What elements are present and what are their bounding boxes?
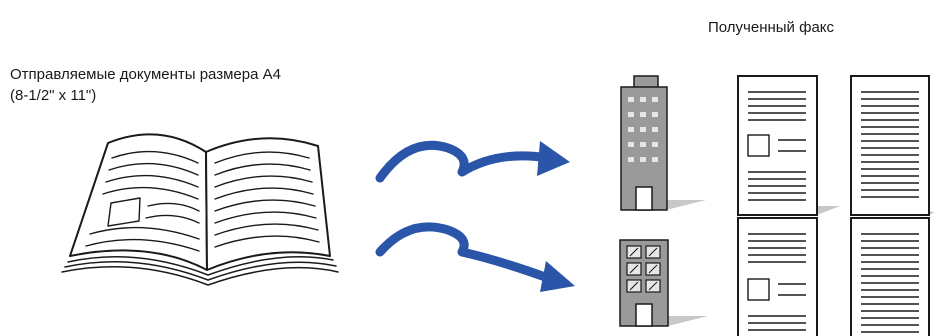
arrow-icon-lower: [375, 222, 575, 292]
fax-page-icon-bottom-right: [850, 217, 930, 336]
open-book-icon: [61, 133, 339, 286]
apartment-building-icon: [619, 239, 708, 327]
arrow-icon-upper: [375, 140, 570, 183]
source-document-label: Отправляемые документы размера A4: [10, 66, 281, 83]
received-fax-label: Полученный факс: [708, 19, 835, 36]
source-document-size-label: (8-1/2" x 11"): [10, 87, 97, 104]
fax-page-icon-bottom-left: [737, 217, 818, 336]
fax-page-icon-top-left: [737, 75, 840, 216]
office-building-icon: [620, 75, 706, 211]
fax-page-icon-top-right: [850, 75, 935, 216]
